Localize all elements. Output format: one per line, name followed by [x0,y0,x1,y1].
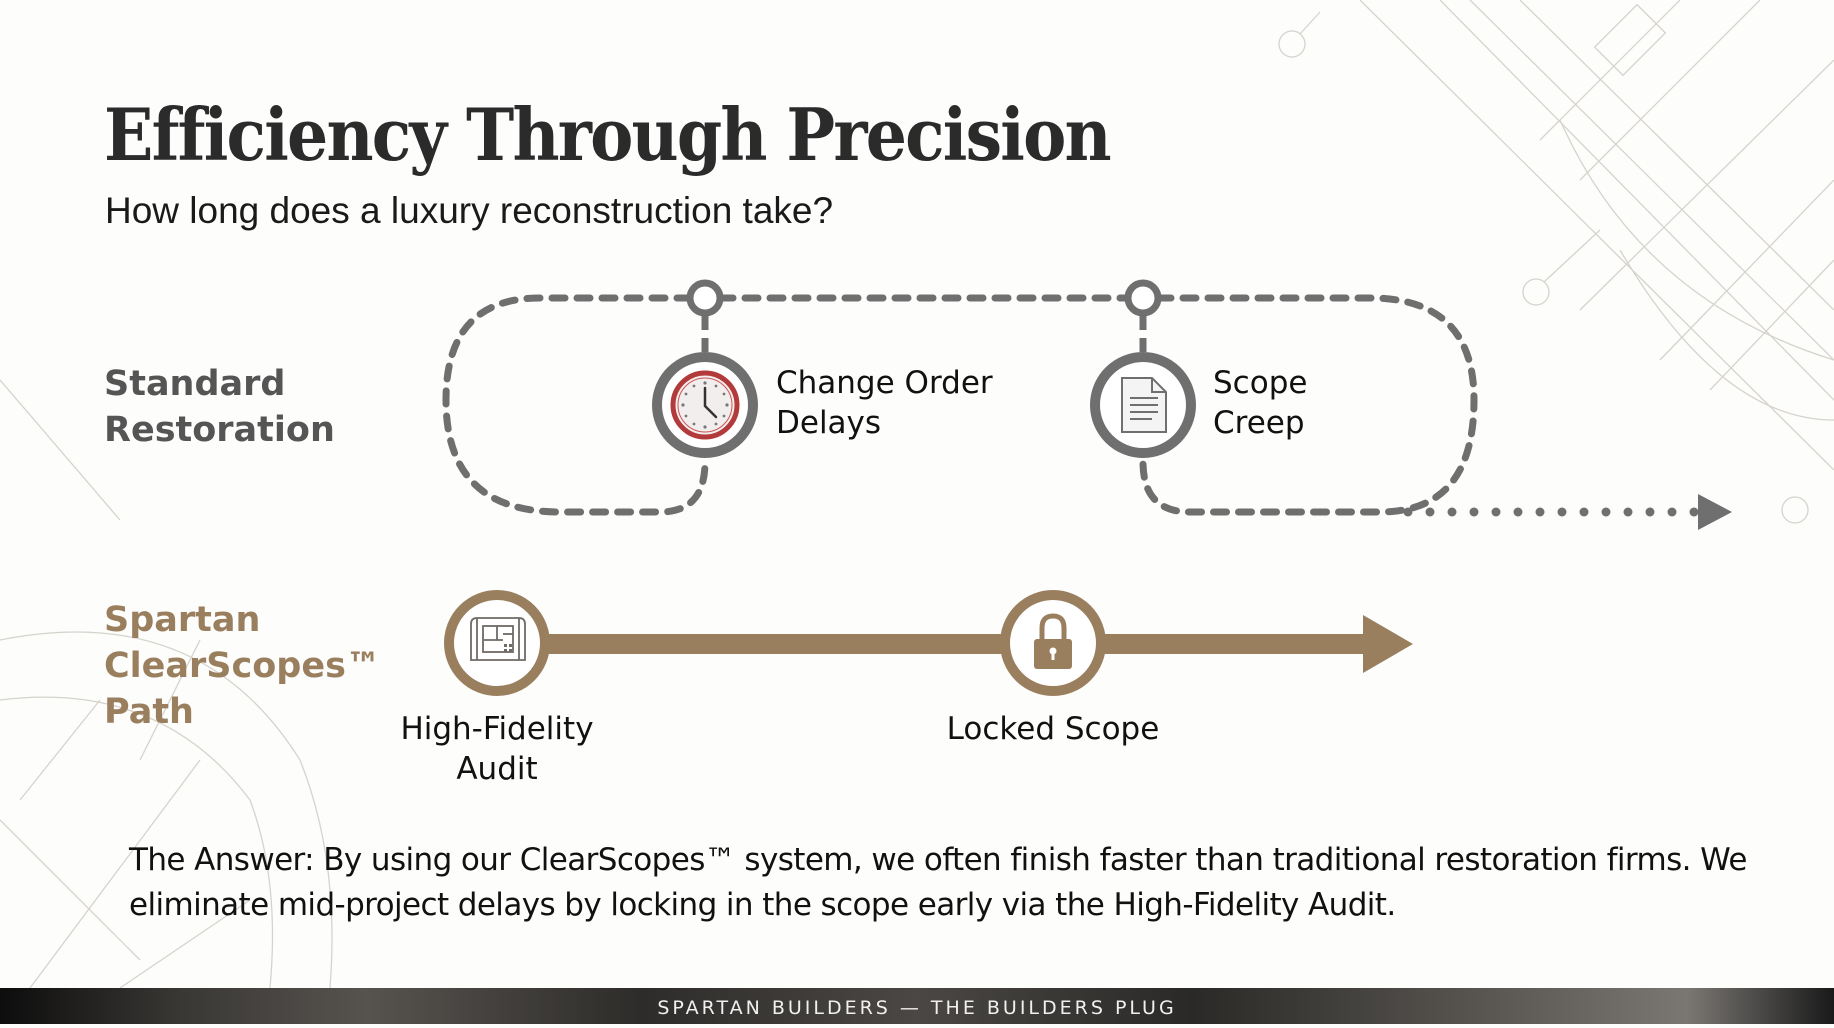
clock-icon [652,352,758,458]
label-line: Creep [1213,405,1305,441]
footer-bar: SPARTAN BUILDERS — THE BUILDERS PLUG [0,988,1834,1024]
high-fidelity-audit-label: High-Fidelity Audit [377,709,617,789]
label-line: Path [104,692,194,732]
arrowhead-icon [1363,615,1413,673]
milestone-marker-1 [686,279,724,317]
locked-scope-label: Locked Scope [913,709,1193,749]
label-line: Restoration [104,410,335,450]
lock-icon [1000,590,1106,696]
label-line: Scope [1213,365,1308,401]
label-line: Change Order [776,365,993,401]
answer-text: The Answer: By using our ClearScopes™ sy… [129,842,1747,923]
label-line: Spartan [104,600,261,640]
footer-text: SPARTAN BUILDERS — THE BUILDERS PLUG [657,997,1177,1019]
label-line: Locked Scope [946,711,1160,747]
label-line: ClearScopes™ [104,646,381,686]
label-line: Standard [104,364,286,404]
standard-dotted-tail [1403,494,1732,530]
blueprint-icon [444,590,550,696]
change-order-delays-label: Change Order Delays [776,363,993,443]
scope-creep-label: Scope Creep [1213,363,1307,443]
standard-restoration-label: Standard Restoration [104,361,335,453]
label-line: Audit [456,751,538,787]
spartan-path [540,615,1413,673]
spartan-path-label: Spartan ClearScopes™ Path [104,597,381,735]
slide-subtitle: How long does a luxury reconstruction ta… [105,190,834,231]
label-line: High-Fidelity [400,711,594,747]
label-line: Delays [776,405,882,441]
milestone-marker-2 [1124,279,1162,317]
document-icon [1090,352,1196,458]
standard-path [442,294,1478,516]
arrowhead-icon [1698,494,1732,530]
slide-title: Efficiency Through Precision [104,92,1112,177]
